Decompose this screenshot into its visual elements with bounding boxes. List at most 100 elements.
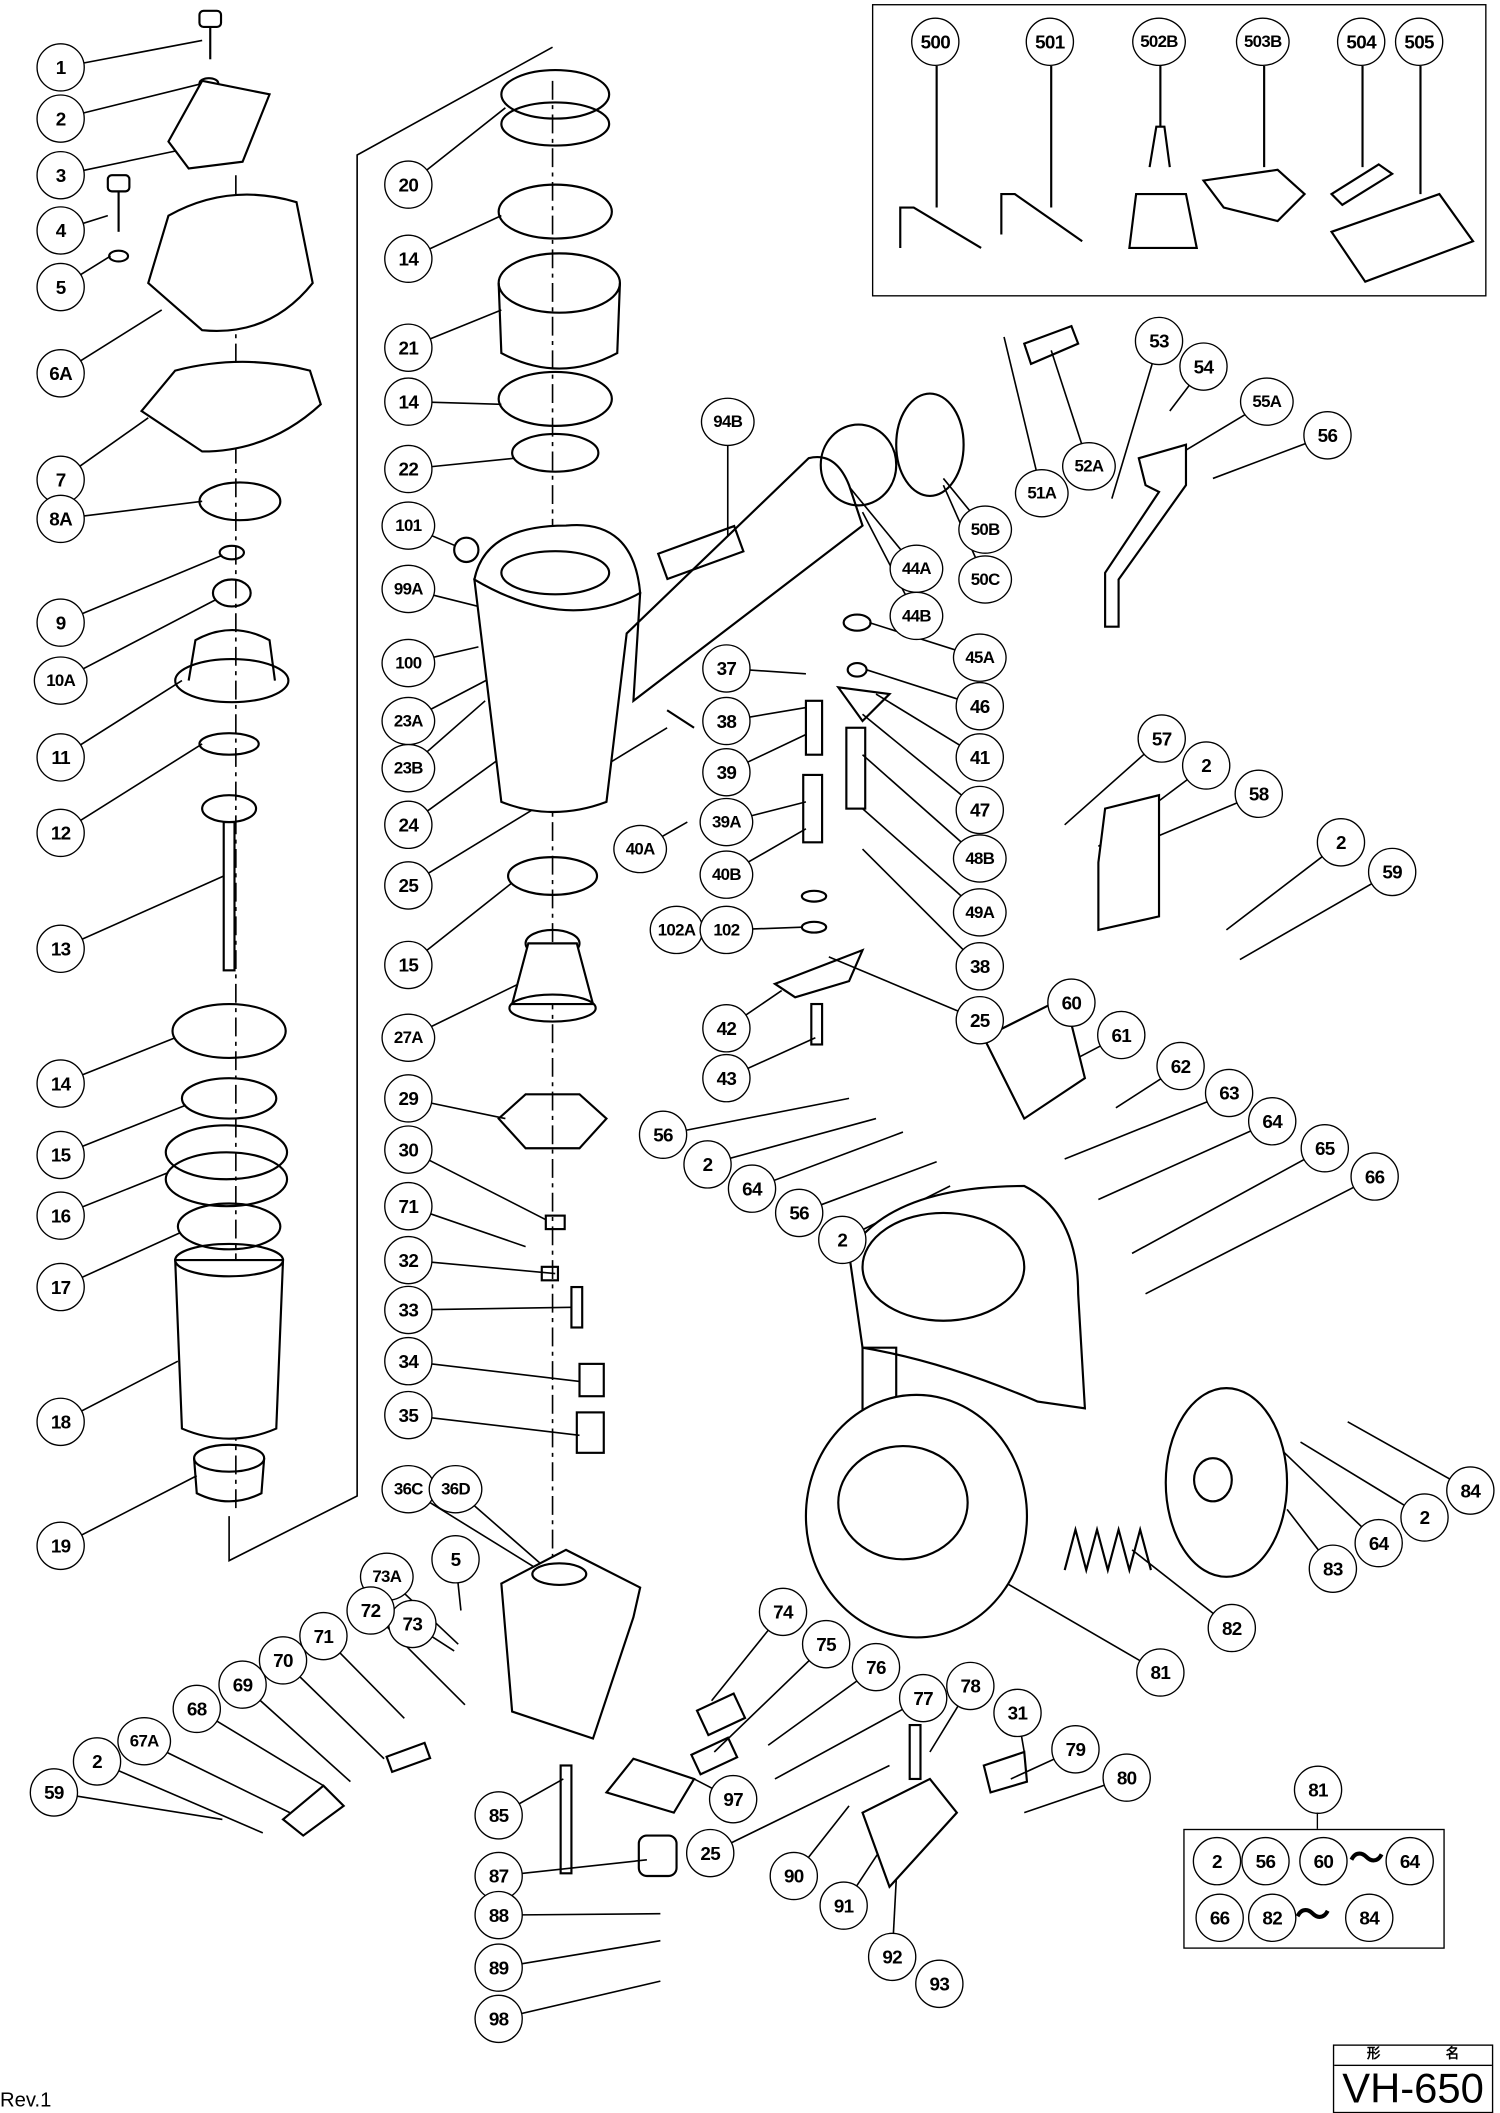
part-callout-21[interactable]: 21	[384, 323, 433, 372]
part-callout-40B[interactable]: 40B	[699, 850, 754, 899]
part-callout-65[interactable]: 65	[1300, 1123, 1350, 1173]
part-callout-47[interactable]: 47	[955, 785, 1005, 835]
part-callout-59[interactable]: 59	[29, 1768, 79, 1817]
set-item-60[interactable]: 60	[1299, 1836, 1348, 1886]
part-callout-14[interactable]: 14	[36, 1059, 85, 1108]
part-callout-93[interactable]: 93	[915, 1959, 964, 2009]
part-callout-56[interactable]: 56	[774, 1188, 824, 1238]
part-callout-31[interactable]: 31	[993, 1688, 1042, 1738]
part-callout-15[interactable]: 15	[36, 1130, 85, 1180]
part-callout-67A[interactable]: 67A	[117, 1716, 172, 1766]
part-callout-89[interactable]: 89	[474, 1943, 523, 1992]
part-callout-27A[interactable]: 27A	[381, 1013, 436, 1062]
part-callout-36D[interactable]: 36D	[428, 1464, 483, 1514]
part-callout-1[interactable]: 1	[36, 43, 85, 92]
part-callout-34[interactable]: 34	[384, 1336, 433, 1386]
part-callout-16[interactable]: 16	[36, 1191, 85, 1240]
part-callout-22[interactable]: 22	[384, 444, 433, 494]
part-callout-44B[interactable]: 44B	[889, 591, 944, 641]
part-callout-102[interactable]: 102	[699, 905, 754, 955]
part-callout-62[interactable]: 62	[1156, 1041, 1205, 1091]
part-callout-48B[interactable]: 48B	[952, 834, 1007, 883]
accessory-callout-501[interactable]: 501	[1025, 17, 1075, 67]
set-item-56[interactable]: 56	[1241, 1836, 1290, 1886]
part-callout-4[interactable]: 4	[36, 206, 85, 255]
part-callout-41[interactable]: 41	[955, 733, 1005, 782]
part-callout-2[interactable]: 2	[36, 94, 85, 143]
part-callout-37[interactable]: 37	[702, 644, 751, 693]
accessory-callout-503B[interactable]: 503B	[1235, 17, 1290, 67]
part-callout-30[interactable]: 30	[384, 1125, 433, 1174]
part-callout-53[interactable]: 53	[1134, 316, 1184, 366]
part-callout-88[interactable]: 88	[474, 1890, 523, 1940]
part-callout-79[interactable]: 79	[1051, 1725, 1100, 1774]
part-callout-52A[interactable]: 52A	[1061, 442, 1116, 491]
part-callout-13[interactable]: 13	[36, 924, 85, 974]
part-callout-10A[interactable]: 10A	[33, 656, 88, 705]
part-callout-94B[interactable]: 94B	[700, 397, 755, 447]
part-callout-46[interactable]: 46	[955, 681, 1005, 731]
part-callout-91[interactable]: 91	[819, 1881, 868, 1930]
part-callout-14[interactable]: 14	[384, 234, 433, 284]
part-callout-58[interactable]: 58	[1234, 769, 1284, 819]
part-callout-90[interactable]: 90	[769, 1851, 819, 1901]
part-callout-73[interactable]: 73	[388, 1599, 437, 1649]
part-callout-85[interactable]: 85	[474, 1791, 523, 1840]
accessory-callout-502B[interactable]: 502B	[1132, 17, 1186, 67]
part-callout-71[interactable]: 71	[384, 1181, 433, 1231]
part-callout-8A[interactable]: 8A	[36, 494, 85, 544]
part-callout-17[interactable]: 17	[36, 1262, 85, 1312]
part-callout-38[interactable]: 38	[955, 942, 1005, 991]
part-callout-20[interactable]: 20	[384, 160, 433, 209]
part-callout-40A[interactable]: 40A	[613, 824, 668, 874]
part-callout-25[interactable]: 25	[384, 861, 433, 910]
part-callout-2[interactable]: 2	[1316, 818, 1366, 867]
part-callout-60[interactable]: 60	[1047, 978, 1096, 1027]
part-callout-82[interactable]: 82	[1207, 1603, 1257, 1653]
part-callout-43[interactable]: 43	[702, 1053, 751, 1103]
part-callout-23A[interactable]: 23A	[381, 696, 436, 746]
part-callout-64[interactable]: 64	[1354, 1518, 1403, 1568]
part-callout-51A[interactable]: 51A	[1014, 468, 1069, 518]
part-callout-102A[interactable]: 102A	[649, 905, 704, 955]
set-item-64[interactable]: 64	[1385, 1836, 1434, 1886]
part-callout-2[interactable]: 2	[1400, 1493, 1449, 1542]
part-callout-32[interactable]: 32	[384, 1235, 433, 1285]
part-callout-61[interactable]: 61	[1097, 1010, 1146, 1060]
part-callout-25[interactable]: 25	[685, 1828, 735, 1878]
part-callout-2[interactable]: 2	[818, 1215, 867, 1265]
part-callout-11[interactable]: 11	[36, 733, 85, 782]
part-callout-9[interactable]: 9	[36, 598, 85, 647]
part-callout-14[interactable]: 14	[384, 377, 433, 426]
part-callout-2[interactable]: 2	[683, 1140, 732, 1189]
part-callout-70[interactable]: 70	[258, 1636, 308, 1685]
part-callout-81[interactable]: 81	[1136, 1648, 1185, 1697]
part-callout-76[interactable]: 76	[851, 1642, 901, 1692]
part-callout-6A[interactable]: 6A	[36, 349, 85, 398]
part-callout-80[interactable]: 80	[1102, 1753, 1151, 1802]
part-callout-97[interactable]: 97	[708, 1774, 758, 1824]
part-callout-5[interactable]: 5	[36, 262, 85, 312]
part-callout-69[interactable]: 69	[218, 1660, 267, 1709]
part-callout-3[interactable]: 3	[36, 150, 85, 200]
part-callout-12[interactable]: 12	[36, 808, 85, 858]
part-callout-92[interactable]: 92	[867, 1932, 917, 1982]
part-callout-18[interactable]: 18	[36, 1397, 85, 1447]
part-callout-66[interactable]: 66	[1350, 1152, 1399, 1201]
part-callout-54[interactable]: 54	[1179, 342, 1228, 391]
part-callout-44A[interactable]: 44A	[889, 544, 944, 593]
part-callout-100[interactable]: 100	[381, 638, 436, 688]
part-callout-49A[interactable]: 49A	[952, 888, 1007, 937]
part-callout-59[interactable]: 59	[1367, 847, 1417, 897]
part-callout-101[interactable]: 101	[381, 501, 436, 550]
part-callout-84[interactable]: 84	[1446, 1466, 1495, 1515]
part-callout-33[interactable]: 33	[384, 1285, 433, 1335]
part-callout-50C[interactable]: 50C	[958, 555, 1013, 604]
part-callout-57[interactable]: 57	[1137, 714, 1186, 763]
part-callout-38[interactable]: 38	[702, 696, 751, 746]
accessory-callout-505[interactable]: 505	[1394, 17, 1444, 67]
set-item-84[interactable]: 84	[1345, 1893, 1394, 1943]
part-callout-56[interactable]: 56	[1303, 411, 1352, 460]
part-callout-78[interactable]: 78	[946, 1661, 995, 1711]
part-callout-50B[interactable]: 50B	[958, 505, 1013, 554]
